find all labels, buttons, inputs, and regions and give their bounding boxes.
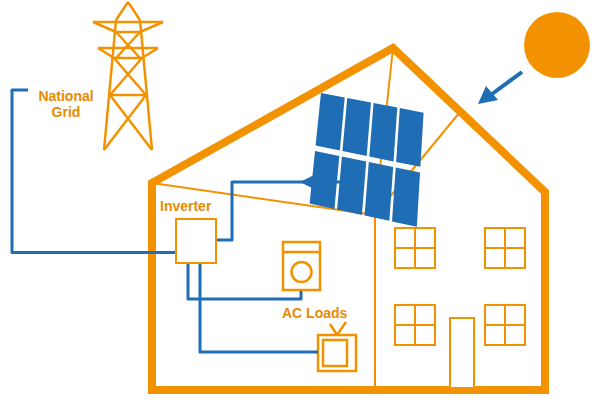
solar-panels bbox=[310, 93, 424, 227]
inverter-node: Inverter bbox=[160, 198, 217, 264]
sun-arrow bbox=[492, 72, 522, 94]
node-label: National Grid bbox=[30, 88, 102, 120]
wires bbox=[188, 182, 350, 352]
house-outline bbox=[152, 48, 545, 390]
solar-panel-cell bbox=[392, 168, 420, 227]
inverter-box bbox=[175, 218, 217, 264]
node-label: Inverter bbox=[160, 198, 217, 214]
load-label: AC Loads bbox=[282, 305, 347, 321]
washing-machine bbox=[283, 242, 320, 290]
panel-arrowhead bbox=[300, 175, 314, 189]
solar-panel-cell bbox=[310, 151, 340, 209]
house-lines bbox=[152, 48, 460, 390]
grid-wire bbox=[12, 90, 175, 253]
grid-label-node: National Grid bbox=[28, 86, 104, 122]
solar-panel-cell bbox=[337, 157, 366, 215]
solar-panel-cell bbox=[369, 103, 397, 161]
door bbox=[450, 318, 474, 388]
solar-panel-cell bbox=[396, 108, 423, 167]
windows bbox=[395, 228, 525, 388]
solar-panel-cell bbox=[365, 162, 394, 221]
television bbox=[318, 322, 356, 371]
sun-arrowhead bbox=[478, 86, 498, 104]
solar-panel-cell bbox=[316, 93, 345, 150]
sun bbox=[524, 12, 590, 78]
solar-panel-cell bbox=[342, 98, 371, 156]
pylon bbox=[93, 2, 163, 150]
